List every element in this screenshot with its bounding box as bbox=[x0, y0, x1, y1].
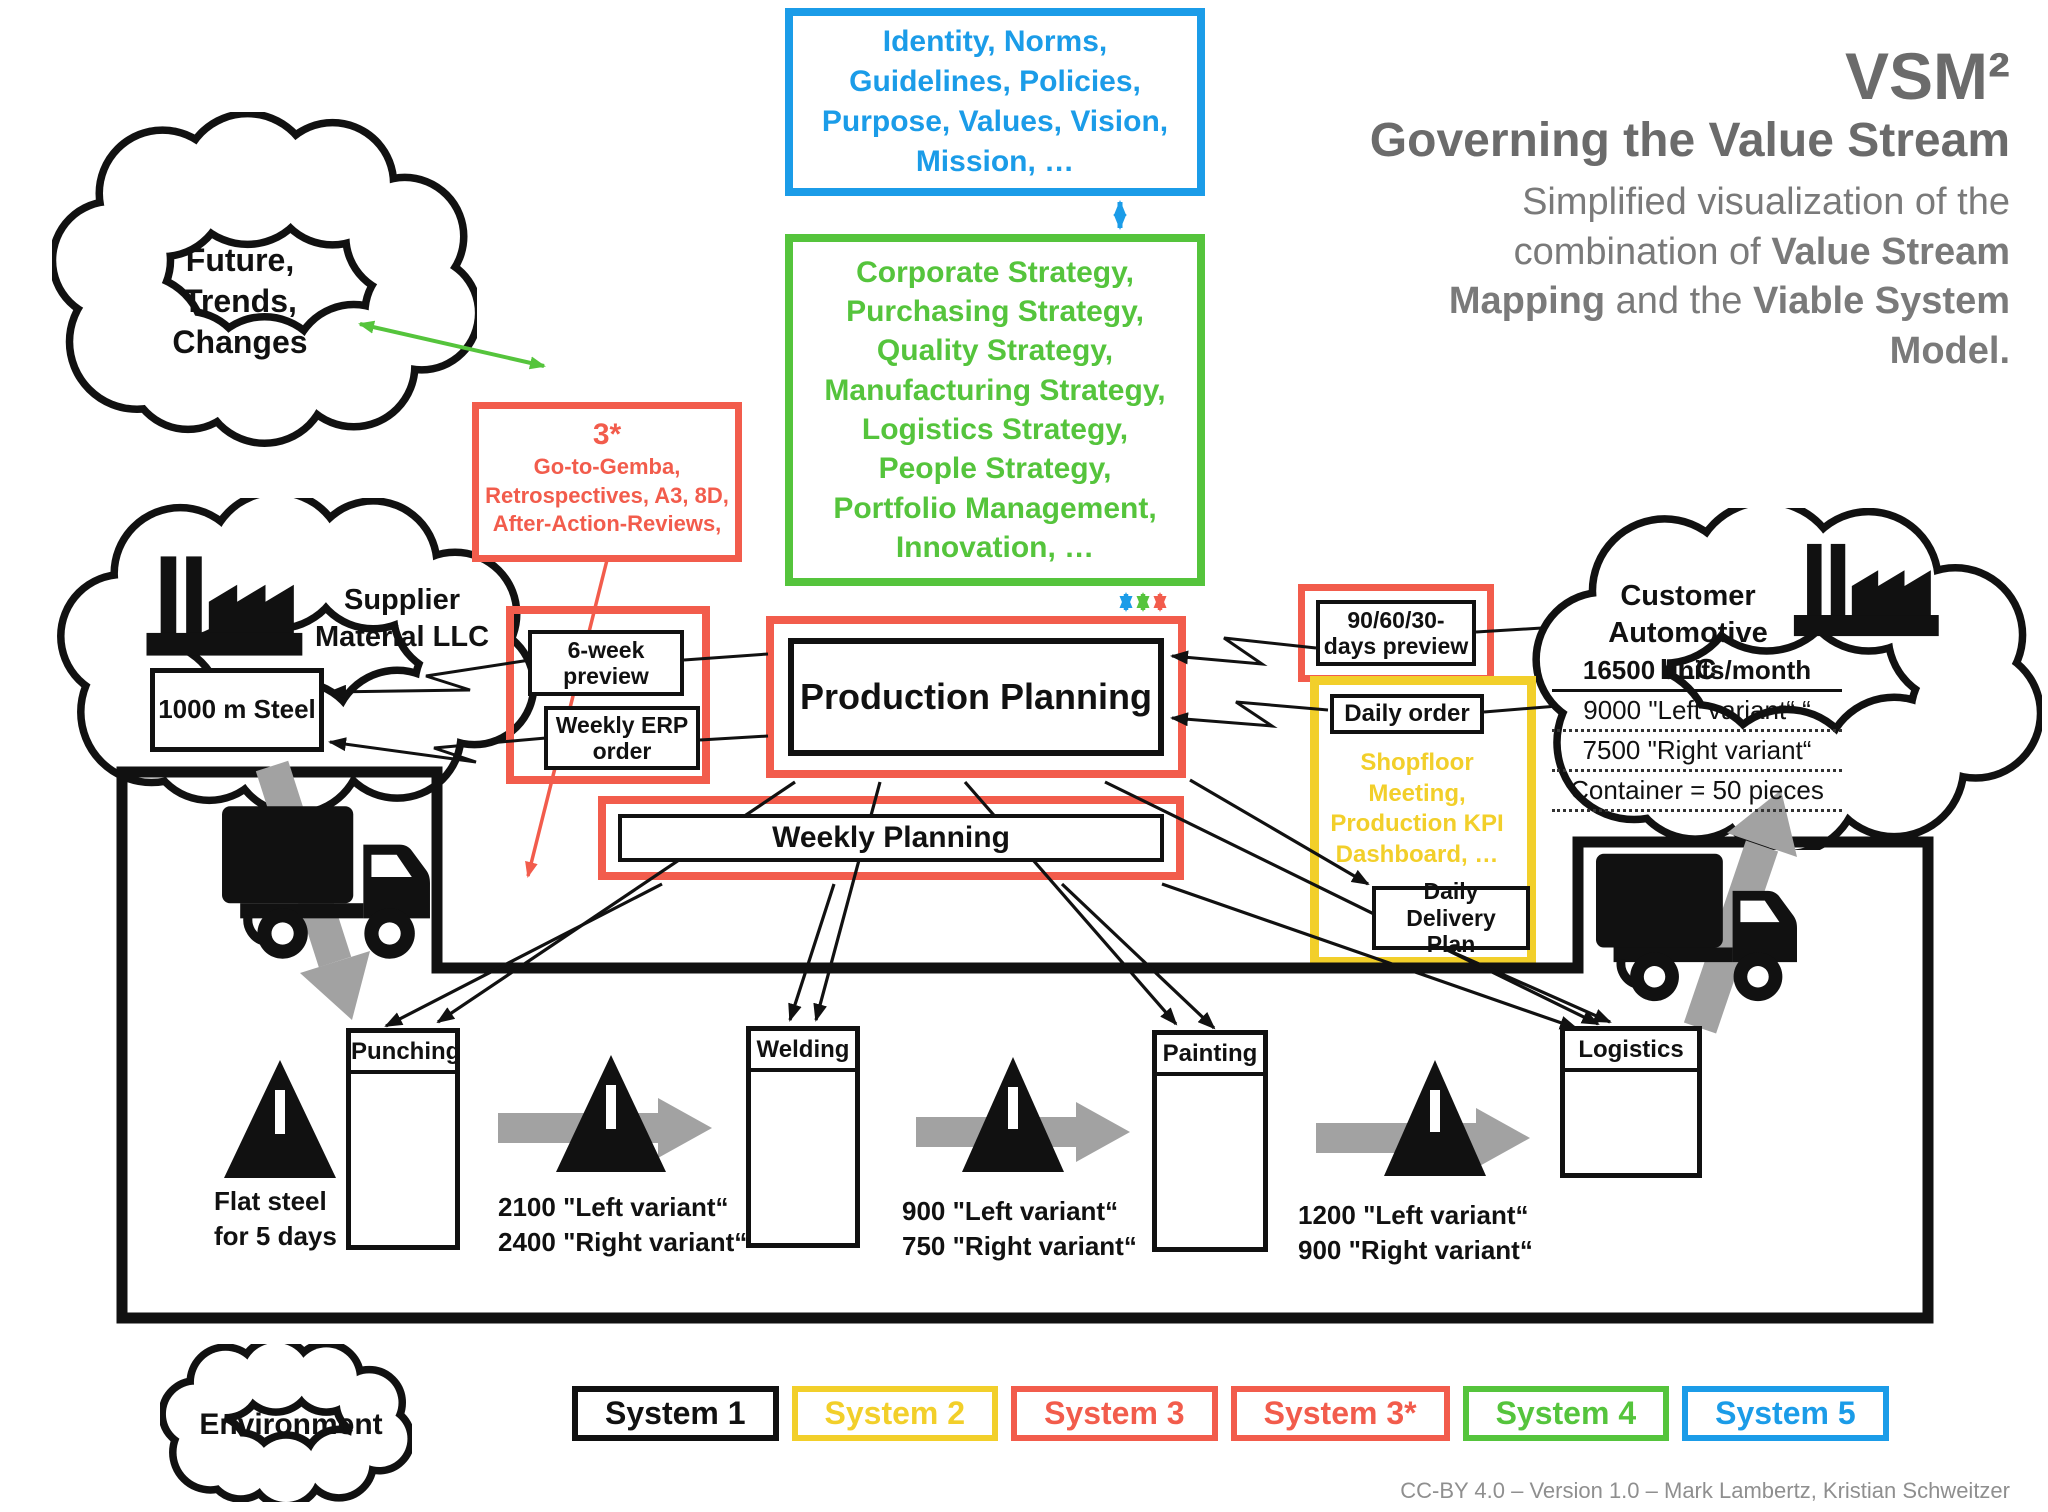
process-box-welding: Welding bbox=[746, 1026, 860, 1248]
customer-units-row: 16500 units/month bbox=[1552, 652, 1842, 692]
customer-left-variant-row: 9000 "Left variant“ “ bbox=[1552, 692, 1842, 732]
system3star-box: 3* Go-to-Gemba,Retrospectives, A3, 8D,Af… bbox=[472, 402, 742, 565]
system5-identity-box: Identity, Norms,Guidelines, Policies,Pur… bbox=[785, 8, 1205, 196]
page-subtitle-heading: Governing the Value Stream bbox=[1369, 114, 2010, 168]
system4-strategy-box: Corporate Strategy,Purchasing Strategy,Q… bbox=[785, 234, 1205, 586]
environment-cloud bbox=[160, 1344, 412, 1502]
future-cloud-label: Future,Trends,Changes bbox=[172, 242, 308, 360]
customer-container-row: Container = 50 pieces bbox=[1552, 772, 1842, 812]
outbound-truck-icon bbox=[1596, 854, 1797, 1001]
customer-demand-table: 16500 units/month 9000 "Left variant“ “ … bbox=[1552, 652, 1842, 812]
flow-arrow-3-head bbox=[1476, 1108, 1530, 1168]
inventory-triangle-icon bbox=[962, 1057, 1064, 1172]
inventory-triangle-icon bbox=[1384, 1060, 1486, 1176]
inventory-label-after-welding: 900 "Left variant“750 "Right variant“ bbox=[902, 1196, 1137, 1262]
future-cloud bbox=[52, 112, 477, 447]
process-title: Punching bbox=[351, 1033, 460, 1074]
inbound-truck-icon bbox=[222, 806, 430, 958]
process-title: Welding bbox=[751, 1031, 855, 1072]
legend-system-box: System 3* bbox=[1230, 1386, 1450, 1441]
inventory-label-after-punching: 2100 "Left variant“2400 "Right variant“ bbox=[498, 1192, 748, 1258]
weekly-planning-box: Weekly Planning bbox=[618, 814, 1164, 862]
legend-system-box: System 3 bbox=[1011, 1386, 1218, 1441]
process-box-painting: Painting bbox=[1152, 1030, 1268, 1252]
production-planning-box: Production Planning bbox=[788, 638, 1164, 756]
supplier-steel-box: 1000 m Steel bbox=[150, 668, 324, 752]
customer-right-variant-row: 7500 "Right variant“ bbox=[1552, 732, 1842, 772]
inventory-label-after-painting: 1200 "Left variant“900 "Right variant“ bbox=[1298, 1200, 1533, 1266]
process-box-logistics: Logistics bbox=[1560, 1026, 1702, 1178]
environment-label: Environment bbox=[199, 1408, 383, 1441]
process-box-punching: Punching bbox=[346, 1028, 460, 1250]
flow-arrow-1-head bbox=[658, 1098, 712, 1158]
footer-credit: CC-BY 4.0 – Version 1.0 – Mark Lambertz,… bbox=[1400, 1478, 2010, 1503]
inventory-triangle-icon bbox=[224, 1060, 336, 1178]
system3star-title: 3* bbox=[592, 418, 622, 451]
inventory-triangle-icon bbox=[556, 1055, 666, 1172]
inbound-arrow-head bbox=[300, 951, 370, 1020]
system3star-lines: Go-to-Gemba,Retrospectives, A3, 8D,After… bbox=[485, 454, 729, 565]
legend-system-box: System 5 bbox=[1682, 1386, 1889, 1441]
page-title: VSM² bbox=[1845, 39, 2010, 113]
flow-arrow-2-head bbox=[1076, 1102, 1130, 1162]
process-title: Painting bbox=[1157, 1035, 1263, 1076]
outbound-arrow-shaft bbox=[1683, 840, 1779, 1034]
legend-system-box: System 2 bbox=[791, 1386, 999, 1441]
process-title: Logistics bbox=[1565, 1031, 1697, 1072]
page-description: Simplified visualization of the combinat… bbox=[1448, 181, 2010, 372]
legend-system-box: System 4 bbox=[1462, 1386, 1670, 1441]
preview-90-60-30-box: 90/60/30-days preview bbox=[1316, 600, 1476, 666]
daily-order-box: Daily order bbox=[1330, 694, 1484, 734]
title-block: VSM² Governing the Value Stream Simplifi… bbox=[1290, 39, 2010, 376]
legend-system-box: System 1 bbox=[572, 1386, 779, 1441]
